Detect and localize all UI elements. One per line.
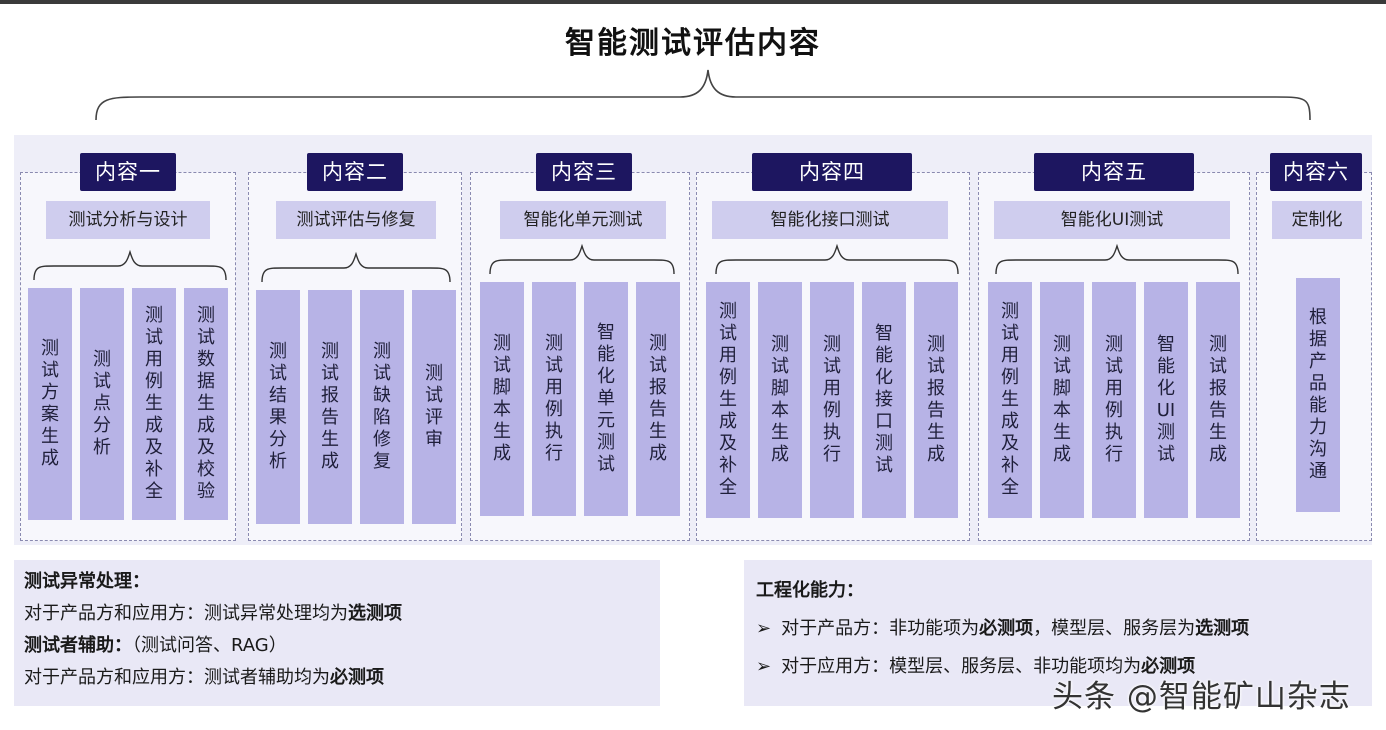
item-column: 测试用例生成及补全	[706, 282, 750, 518]
item-column: 智能化单元测试	[584, 282, 628, 516]
item-label: 测试报告生成	[927, 334, 945, 465]
group-subtitle: 智能化单元测试	[500, 201, 666, 239]
item-label: 测试报告生成	[1209, 334, 1227, 465]
item-label: 测试用例生成及补全	[1001, 301, 1019, 498]
note-heading: 测试者辅助：	[24, 635, 132, 656]
note-item: ➢对于产品方：非功能项为必测项，模型层、服务层为选测项	[756, 618, 1250, 639]
note-line: 对于产品方和应用方：测试异常处理均为选测项	[24, 603, 402, 624]
item-label: 测试报告生成	[649, 333, 667, 464]
item-label: 测试数据生成及校验	[197, 305, 215, 502]
item-label: 测试点分析	[93, 349, 111, 458]
item-column: 智能化UI测试	[1144, 282, 1188, 518]
group-subtitle: 测试评估与修复	[276, 201, 436, 239]
item-label: 测试方案生成	[41, 338, 59, 469]
group-brace	[489, 243, 675, 275]
item-column: 测试方案生成	[28, 288, 72, 520]
item-label: 测试评审	[425, 363, 443, 450]
item-label: 测试报告生成	[321, 341, 339, 472]
item-label: 智能化单元测试	[597, 322, 615, 475]
item-label: 测试用例生成及补全	[719, 301, 737, 498]
item-column: 测试报告生成	[914, 282, 958, 518]
item-column: 测试脚本生成	[758, 282, 802, 518]
item-label: 智能化UI测试	[1156, 334, 1176, 465]
item-label: 测试脚本生成	[493, 333, 511, 464]
group-subtitle: 测试分析与设计	[46, 201, 210, 239]
note-item: ➢对于应用方：模型层、服务层、非功能项均为必测项	[756, 656, 1196, 677]
diagram-title: 智能测试评估内容	[565, 26, 821, 61]
item-column: 测试报告生成	[636, 282, 680, 516]
engineering-capability-note: 工程化能力： ➢对于产品方：非功能项为必测项，模型层、服务层为选测项 ➢对于应用…	[744, 560, 1372, 706]
item-label: 测试用例执行	[545, 333, 563, 464]
test-assist-note: 测试异常处理： 对于产品方和应用方：测试异常处理均为选测项 测试者辅助：（测试问…	[14, 560, 660, 706]
item-column: 测试数据生成及校验	[184, 288, 228, 520]
group-subtitle: 智能化UI测试	[994, 201, 1230, 239]
item-column: 根据产品能力沟通	[1296, 278, 1340, 512]
item-label: 测试用例执行	[823, 334, 841, 465]
group-brace	[995, 243, 1239, 275]
item-label: 测试用例生成及补全	[145, 305, 163, 502]
item-label: 根据产品能力沟通	[1309, 307, 1327, 482]
bullet-arrow-icon: ➢	[756, 656, 772, 677]
note-line: 测试异常处理：	[24, 566, 650, 598]
item-column: 测试用例生成及补全	[132, 288, 176, 520]
group-title: 内容六	[1270, 153, 1362, 191]
item-label: 测试用例执行	[1105, 334, 1123, 465]
item-column: 测试用例执行	[532, 282, 576, 516]
item-label: 测试脚本生成	[1053, 334, 1071, 465]
note-heading: 测试异常处理：	[24, 571, 150, 592]
main-brace	[95, 69, 1311, 121]
group-subtitle: 定制化	[1272, 201, 1362, 239]
item-label: 测试缺陷修复	[373, 341, 391, 472]
item-column: 测试用例执行	[810, 282, 854, 518]
group-subtitle: 智能化接口测试	[712, 201, 948, 239]
item-column: 测试缺陷修复	[360, 290, 404, 524]
item-column: 测试脚本生成	[480, 282, 524, 516]
item-label: 测试脚本生成	[771, 334, 789, 465]
bullet-arrow-icon: ➢	[756, 618, 772, 639]
item-column: 测试用例生成及补全	[988, 282, 1032, 518]
note-line: 测试者辅助：（测试问答、RAG）	[24, 635, 287, 656]
item-label: 测试结果分析	[269, 341, 287, 472]
item-column: 测试点分析	[80, 288, 124, 520]
note-line: 对于产品方和应用方：测试者辅助均为必测项	[24, 667, 384, 688]
item-label: 智能化接口测试	[875, 323, 893, 476]
item-column: 测试脚本生成	[1040, 282, 1084, 518]
item-column: 测试报告生成	[308, 290, 352, 524]
group-title: 内容三	[536, 153, 632, 191]
group-title: 内容一	[80, 153, 176, 191]
group-title: 内容二	[307, 153, 403, 191]
item-column: 测试报告生成	[1196, 282, 1240, 518]
item-column: 测试结果分析	[256, 290, 300, 524]
group-brace	[33, 249, 227, 281]
group-title: 内容四	[752, 153, 912, 191]
watermark: 头条 @智能矿山杂志	[1052, 679, 1351, 715]
group-brace	[261, 251, 451, 283]
group-title: 内容五	[1034, 153, 1194, 191]
item-column: 测试用例执行	[1092, 282, 1136, 518]
note-heading: 工程化能力：	[756, 580, 864, 601]
item-column: 智能化接口测试	[862, 282, 906, 518]
group-brace	[715, 243, 959, 275]
item-column: 测试评审	[412, 290, 456, 524]
top-border	[0, 0, 1386, 4]
